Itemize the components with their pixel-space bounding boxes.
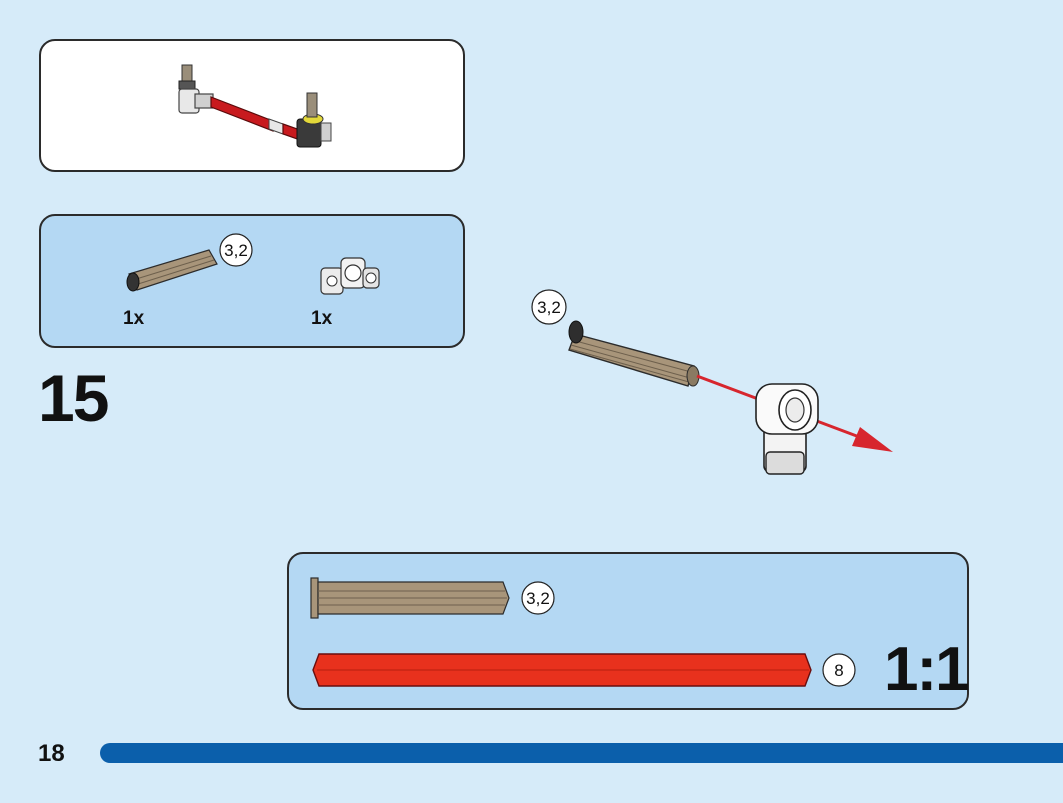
scale-axle-icon (310, 577, 510, 619)
parts-list-panel: 3,2 1x 1x (39, 214, 465, 348)
submodel-preview-panel (39, 39, 465, 172)
scale-axle-length-label: 3,2 (526, 589, 550, 608)
part-connector-quantity: 1x (311, 308, 333, 329)
submodel-illustration (178, 64, 332, 148)
page-number: 18 (38, 740, 65, 767)
assembly-connector (755, 383, 819, 475)
assembly-axle-length-label: 3,2 (537, 298, 561, 317)
parts-list-illustrations (126, 249, 380, 295)
scale-tube-callout (822, 653, 856, 687)
scale-ratio-label: 1:1 (884, 635, 970, 704)
parts-length-callout: 3,2 (219, 233, 253, 267)
assembly-length-callout (531, 289, 567, 325)
part-connector-icon (320, 257, 380, 295)
part-axle-quantity: 1x (123, 308, 145, 329)
scale-guide-panel: 3,2 8 (287, 552, 969, 710)
scale-tube-length-label: 8 (834, 661, 843, 680)
part-axle-length-label: 3,2 (224, 241, 248, 260)
scale-tube-icon (312, 653, 812, 687)
page-accent-bar (100, 743, 1063, 763)
step-number: 15 (38, 361, 109, 435)
scale-guide-illustrations: 3,2 8 (310, 577, 856, 687)
part-axle-icon (126, 249, 218, 292)
scale-axle-callout (521, 581, 555, 615)
assembly-axle (568, 320, 700, 387)
